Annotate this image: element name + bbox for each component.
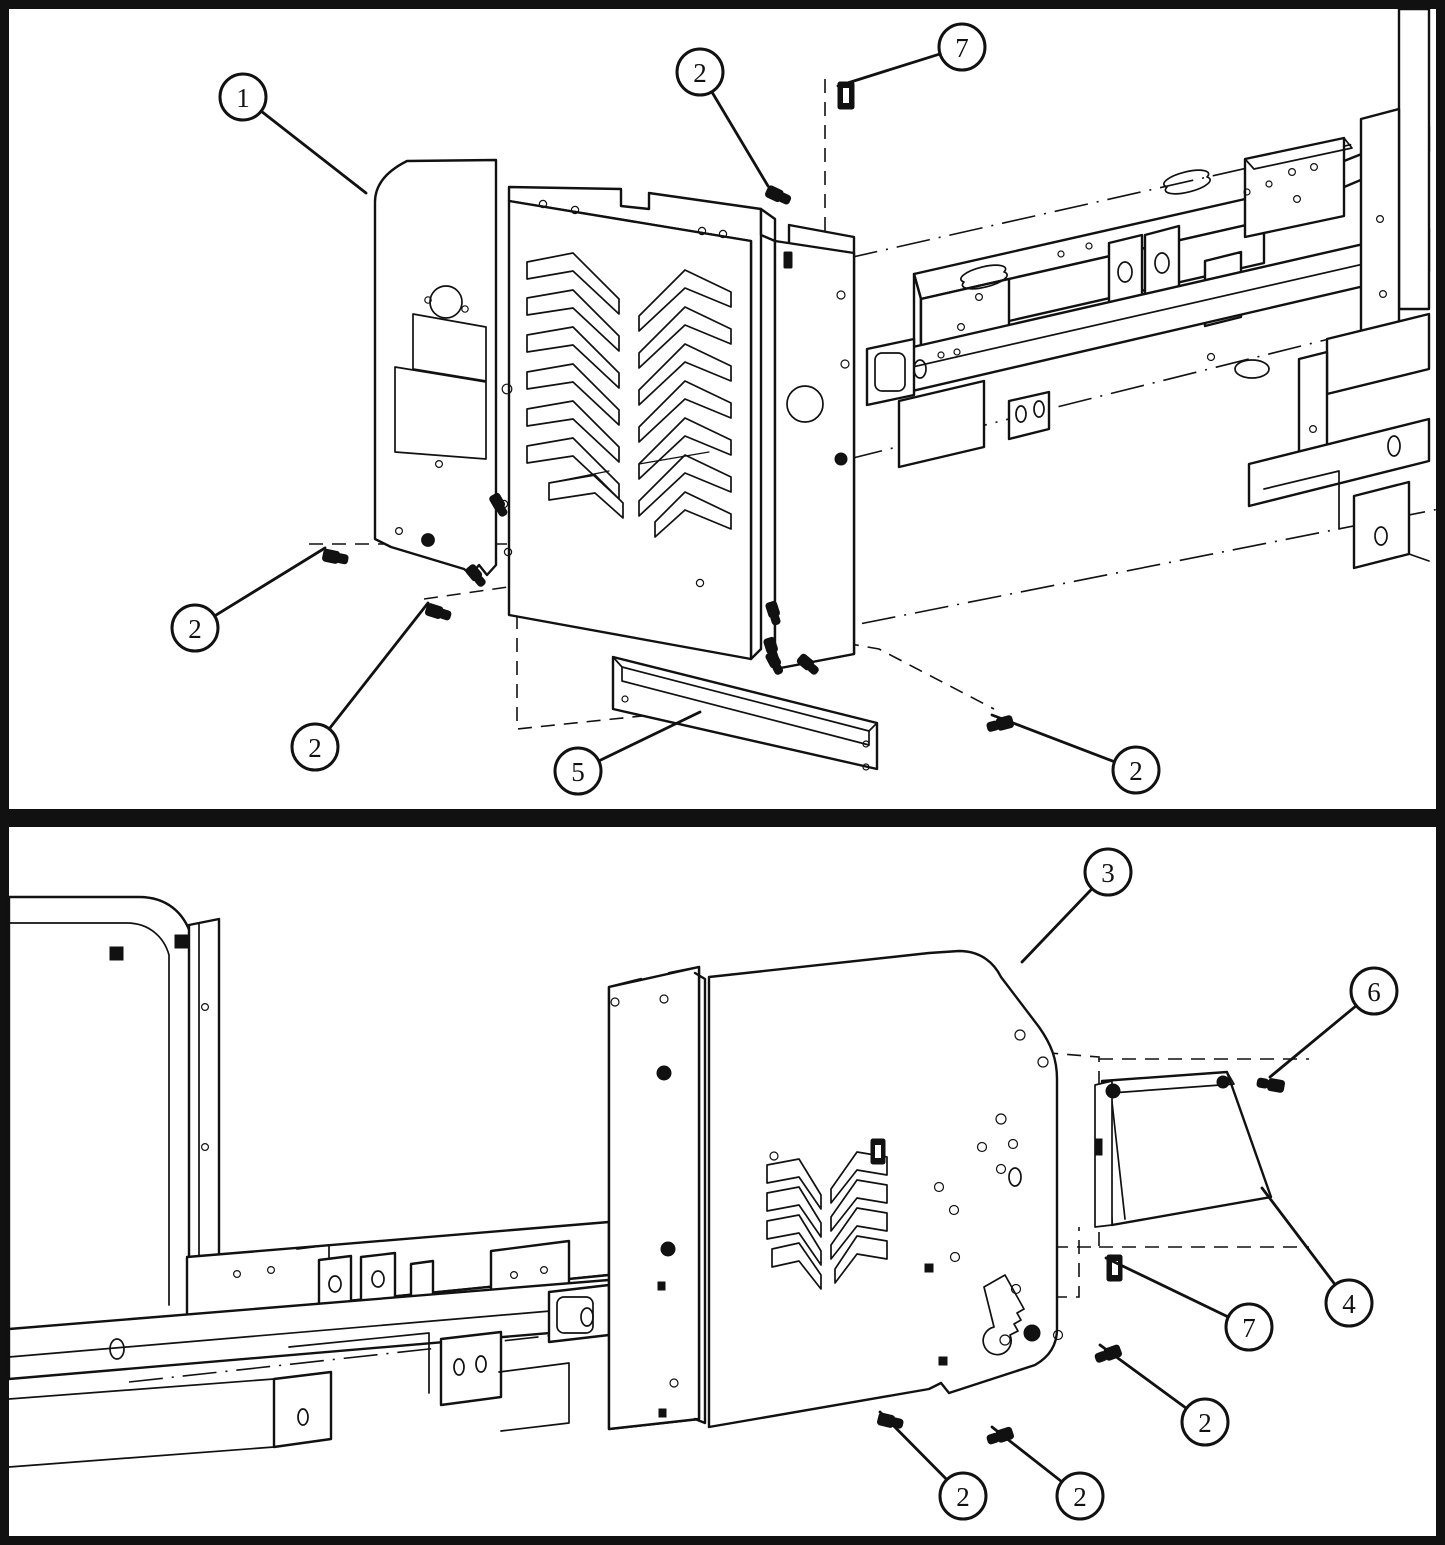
- latch-clip-upper: [837, 81, 855, 110]
- chassis-frame-bottom: [7, 895, 631, 1468]
- chassis-frame-top: [865, 7, 1431, 570]
- hex-bolt: [986, 1426, 1014, 1445]
- callout-balloon-3[interactable]: [1083, 847, 1133, 897]
- hex-bolt: [489, 492, 508, 517]
- callout-leader-line: [1098, 1343, 1188, 1410]
- callout-number: 4: [1342, 1289, 1356, 1319]
- callout-balloon-4[interactable]: [1324, 1278, 1374, 1328]
- callout-balloon-5[interactable]: [553, 746, 603, 796]
- rear-access-cover-panel: [607, 949, 1064, 1431]
- hex-bolt: [765, 600, 781, 626]
- latch-clip-vent: [870, 1138, 886, 1165]
- callout-number: 2: [693, 58, 707, 88]
- callout-number: 7: [955, 33, 969, 63]
- callout-balloon-2[interactable]: [1055, 1471, 1105, 1521]
- callout-balloon-2[interactable]: [290, 722, 340, 772]
- hex-bolt: [764, 185, 792, 205]
- callout-leader-line: [213, 546, 327, 618]
- callout-number: 7: [1242, 1313, 1256, 1343]
- callout-balloon-1[interactable]: [218, 72, 268, 122]
- lower-trim-strip: [611, 655, 879, 771]
- callout-leader-line: [990, 1425, 1064, 1484]
- figure-top-artwork: [309, 7, 1440, 771]
- callout-balloon-2[interactable]: [938, 1471, 988, 1521]
- hex-bolt: [796, 653, 819, 675]
- callout-number: 2: [1129, 756, 1143, 786]
- callout-leader-line: [878, 1410, 949, 1482]
- callout-balloon-7[interactable]: [937, 22, 987, 72]
- callout-leader-line: [1020, 887, 1094, 964]
- hex-bolt: [1256, 1077, 1285, 1093]
- callout-leader-line: [990, 713, 1116, 764]
- callout-number: 2: [956, 1482, 970, 1512]
- callout-balloon-2[interactable]: [170, 603, 220, 653]
- callout-balloon-6[interactable]: [1349, 966, 1399, 1016]
- hex-bolt: [322, 548, 349, 565]
- latch-clip-lower: [1106, 1254, 1123, 1282]
- callout-balloon-7[interactable]: [1224, 1302, 1274, 1352]
- louvered-face-sheet: [499, 185, 763, 661]
- callout-balloon-2[interactable]: [1180, 1397, 1230, 1447]
- fastener-group-top: [322, 81, 1014, 732]
- callout-leader-line: [1104, 1256, 1230, 1319]
- callout-leader-line: [259, 109, 368, 195]
- angled-deflector-shroud: [1094, 1070, 1273, 1228]
- callout-leader-line: [1268, 1004, 1358, 1079]
- callout-leader-line: [836, 52, 942, 88]
- callout-leader-line: [1260, 1186, 1337, 1287]
- figure-bottom-frame: 3 6 4 7 2 2 2: [0, 818, 1445, 1545]
- callout-number: 2: [1198, 1408, 1212, 1438]
- callout-number: 2: [188, 614, 202, 644]
- hex-bolt: [465, 564, 486, 587]
- callout-number: 5: [571, 757, 585, 787]
- callout-number: 2: [308, 733, 322, 763]
- callout-number: 1: [236, 83, 250, 113]
- figure-bottom-artwork: [7, 895, 1309, 1468]
- callout-leader-line: [327, 601, 430, 731]
- callout-leader-line: [710, 90, 770, 188]
- callout-number: 2: [1073, 1482, 1087, 1512]
- callout-number: 6: [1367, 977, 1381, 1007]
- callout-number: 3: [1101, 858, 1115, 888]
- hex-bolt: [765, 650, 784, 675]
- cover-return-flange: [759, 207, 856, 671]
- louvered-side-cover-panel: [373, 158, 498, 577]
- fastener-group-bottom: [870, 1077, 1285, 1445]
- callout-balloon-2[interactable]: [1111, 745, 1161, 795]
- callout-leader-line: [597, 710, 702, 763]
- figure-bottom-callouts: 3 6 4 7 2 2 2: [878, 847, 1399, 1521]
- hex-bolt: [424, 603, 452, 621]
- callout-balloon-2[interactable]: [675, 47, 725, 97]
